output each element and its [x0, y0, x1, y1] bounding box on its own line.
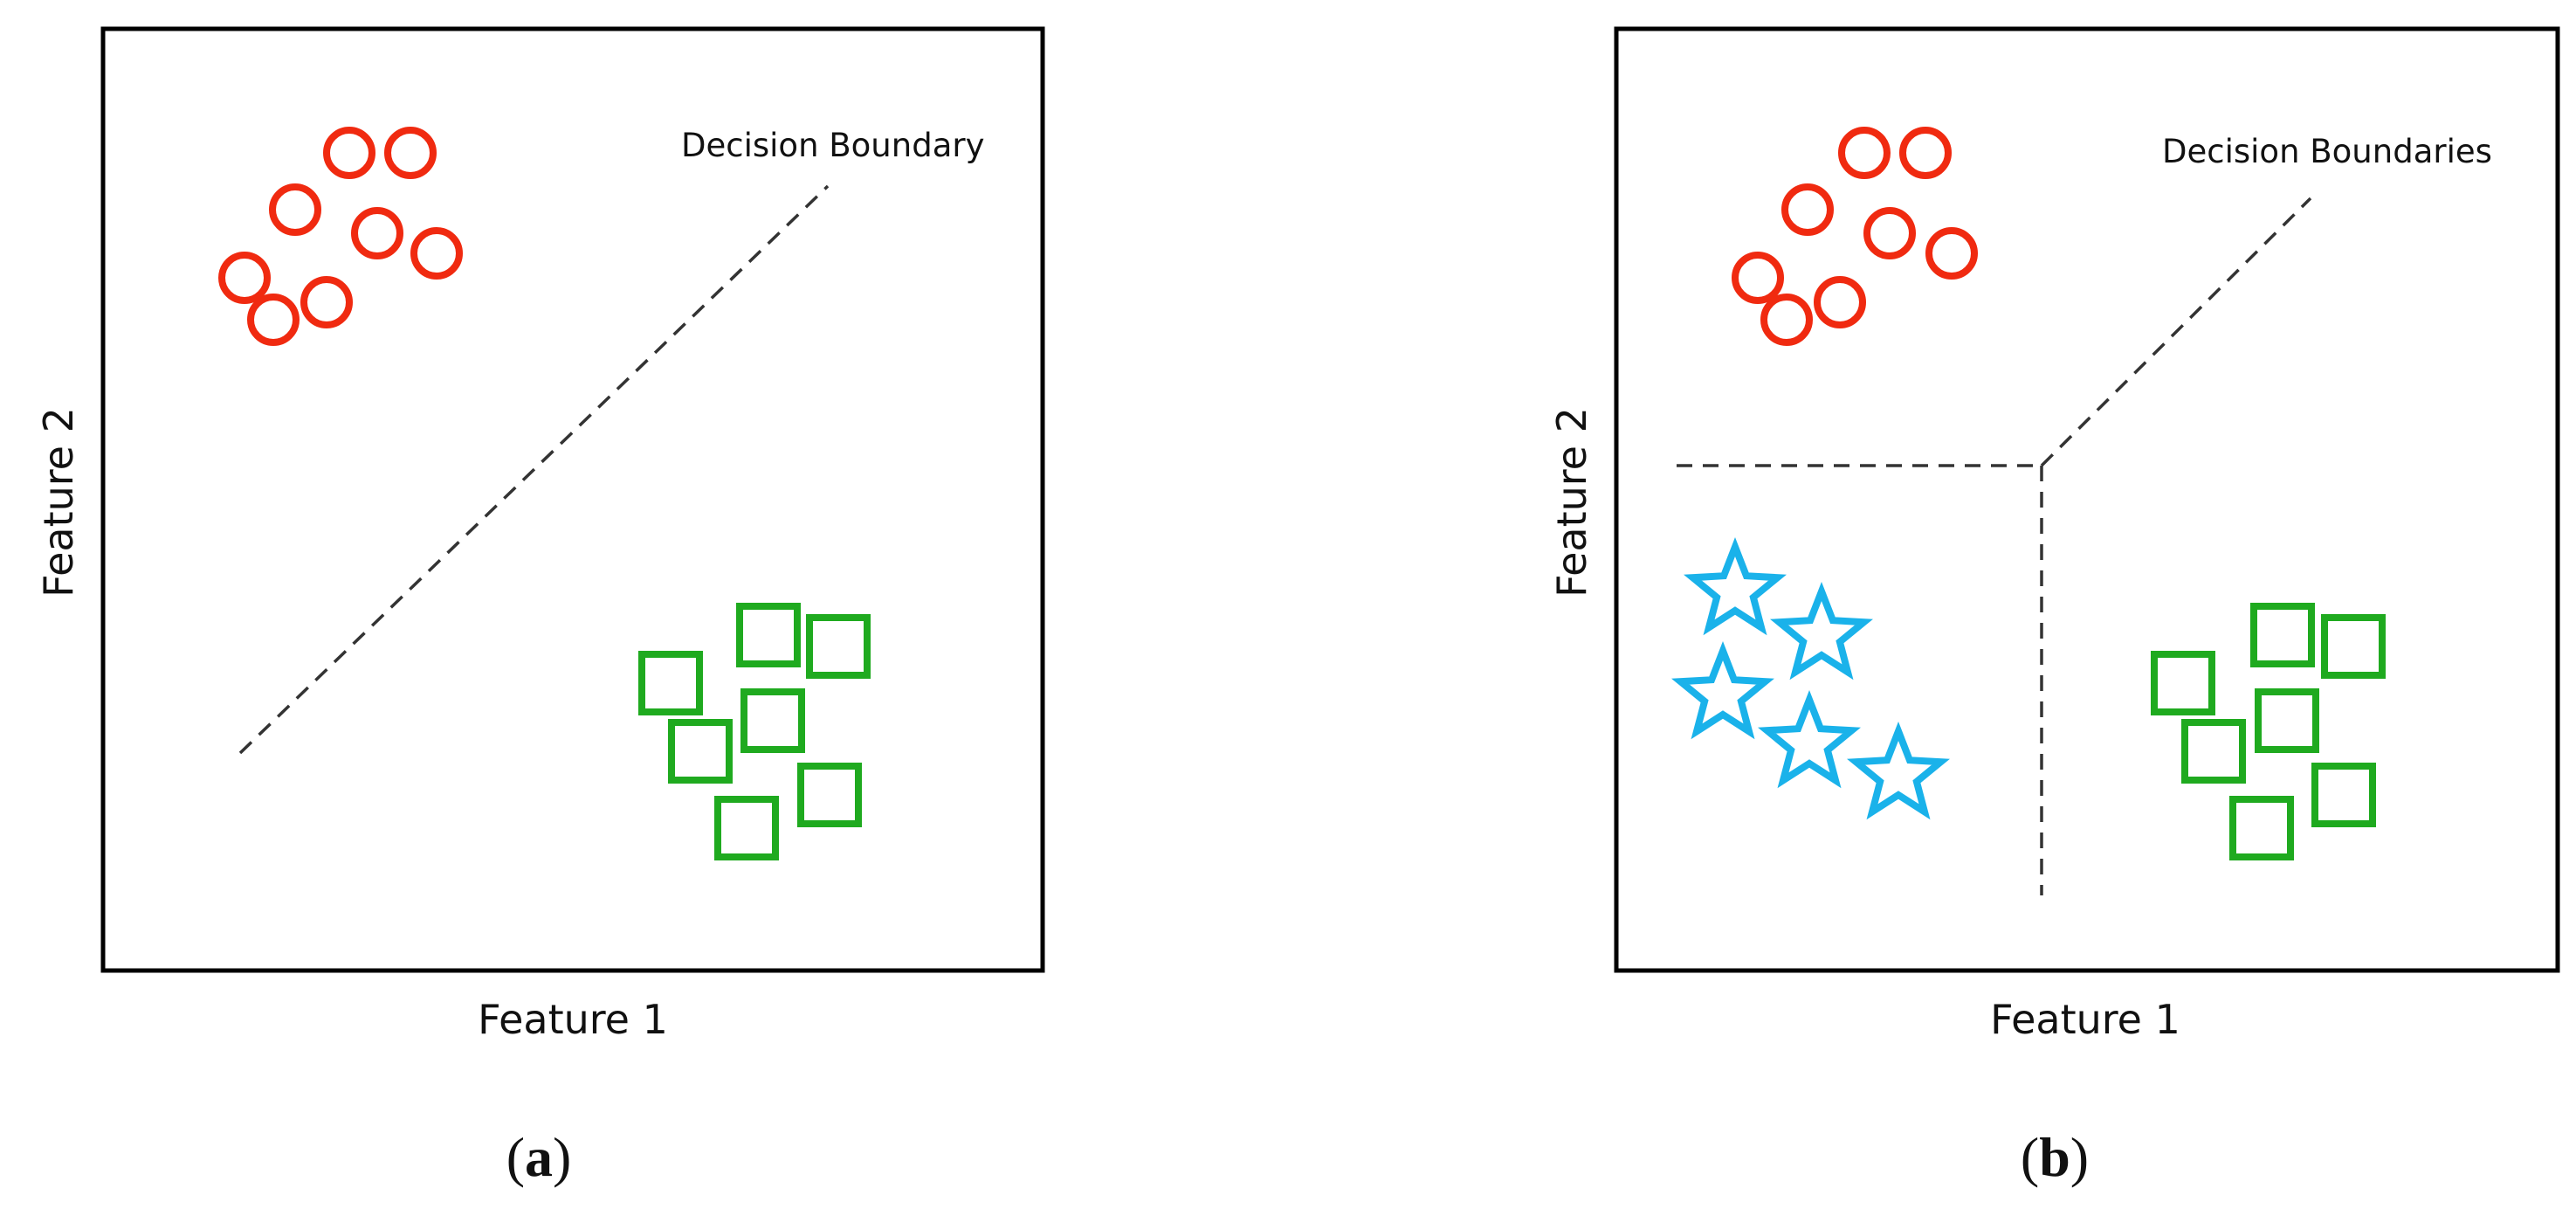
- panel-b-square-marker-4: [2255, 688, 2319, 753]
- panel-a-decision-boundary: [238, 184, 830, 755]
- panel-b-x-axis-label: Feature 1: [1990, 996, 2180, 1043]
- panel-b-star-marker-2: [1770, 581, 1873, 681]
- panel-b-circle-marker-4: [1863, 207, 1916, 259]
- panel-a-square-marker-3: [638, 651, 703, 715]
- panel-a-x-axis-label: Feature 1: [478, 996, 668, 1043]
- panel-b-circle-marker-6: [1732, 252, 1784, 304]
- panel-a-frame: [100, 26, 1045, 973]
- panel-a-circle-marker-5: [410, 227, 463, 280]
- panel-b-y-axis-label: Feature 2: [1548, 407, 1595, 598]
- panel-b-marks: [1671, 127, 2386, 860]
- panel-b-caption-letter: b: [2039, 1126, 2070, 1188]
- panel-b-star-marker-5: [1847, 721, 1950, 820]
- panel-a-square-marker-4: [740, 688, 805, 753]
- panel-a-circle-marker-4: [351, 207, 403, 259]
- panel-b-boundary-label: Decision Boundaries: [2162, 133, 2492, 170]
- panel-b-square-marker-2: [2321, 614, 2386, 679]
- panel-a-circle-marker-1: [323, 127, 375, 179]
- panel-a-caption: (a): [506, 1126, 572, 1188]
- panel-a-circle-marker-2: [384, 127, 437, 179]
- panel-a-square-marker-1: [736, 603, 801, 667]
- panel-b-circle-marker-1: [1838, 127, 1891, 179]
- panel-a-square-marker-2: [806, 614, 871, 679]
- panel-b-circle-marker-3: [1781, 183, 1834, 236]
- panel-a-caption-open: (: [506, 1126, 525, 1188]
- panel-a-boundary-label: Decision Boundary: [681, 127, 984, 164]
- panel-a: Decision Boundary Feature 1 Feature 2 (a…: [35, 26, 1045, 1188]
- panel-a-circle-marker-8: [247, 294, 300, 346]
- panel-b-star-marker-4: [1758, 689, 1861, 789]
- panel-b-circle-marker-7: [1814, 276, 1866, 328]
- panel-b-frame: [1614, 26, 2560, 973]
- panel-b-star-marker-3: [1671, 640, 1774, 740]
- panel-a-circle-marker-7: [300, 276, 353, 328]
- panel-b-square-marker-3: [2151, 651, 2215, 715]
- panel-a-caption-letter: a: [525, 1126, 553, 1188]
- panel-b-circle-marker-8: [1760, 294, 1813, 346]
- panel-b-square-marker-1: [2250, 603, 2315, 667]
- panel-b-square-marker-7: [2229, 796, 2294, 860]
- panel-a-square-marker-7: [714, 796, 779, 860]
- panel-b-boundary-diagonal: [2040, 197, 2312, 467]
- panel-b-caption-close: ): [2070, 1126, 2089, 1188]
- panel-b-caption-open: (: [2021, 1126, 2039, 1188]
- panel-b-caption: (b): [2021, 1126, 2089, 1188]
- panel-a-square-marker-5: [668, 719, 733, 784]
- panel-b: Decision Boundaries Feature 1 Feature 2 …: [1548, 26, 2560, 1188]
- panel-a-circle-marker-6: [218, 252, 271, 304]
- panel-a-square-marker-6: [797, 763, 862, 827]
- panel-b-square-marker-6: [2311, 763, 2376, 827]
- panel-b-circle-marker-2: [1899, 127, 1952, 179]
- panel-b-circle-marker-5: [1925, 227, 1978, 280]
- panel-b-square-marker-5: [2181, 719, 2246, 784]
- panel-a-y-axis-label: Feature 2: [35, 407, 82, 598]
- panel-a-caption-close: ): [553, 1126, 571, 1188]
- panel-b-star-marker-1: [1684, 536, 1787, 636]
- panel-a-marks: [218, 127, 871, 860]
- panel-a-circle-marker-3: [269, 183, 321, 236]
